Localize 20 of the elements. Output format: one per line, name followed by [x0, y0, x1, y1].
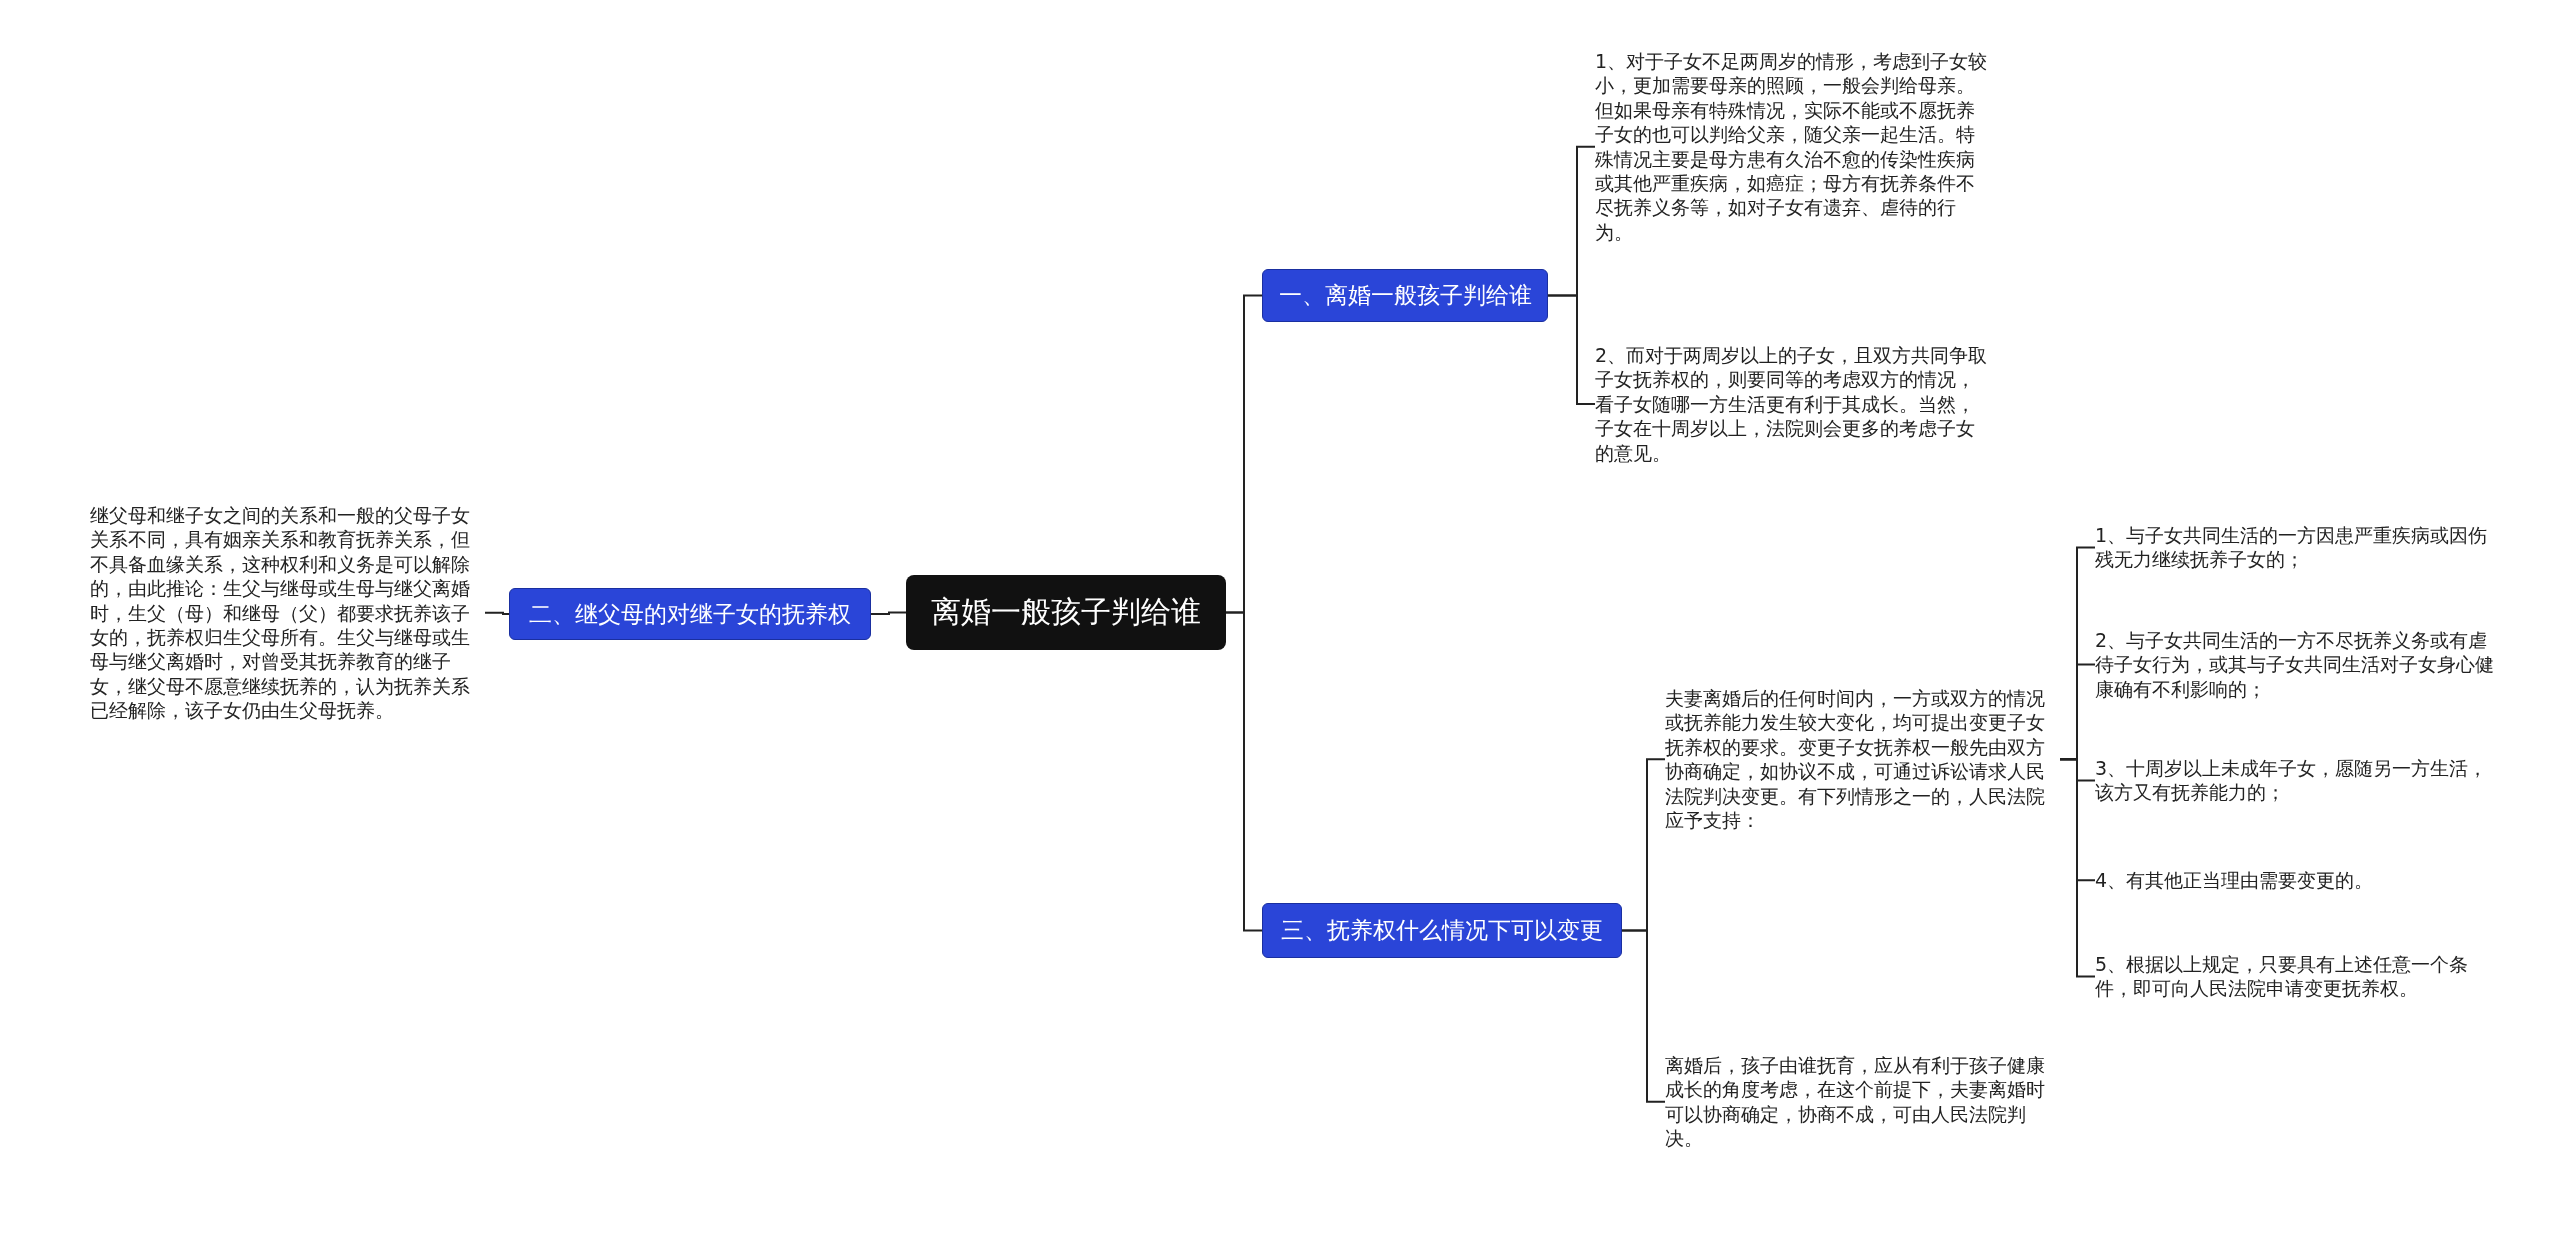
note-text: 1、对于子女不足两周岁的情形，考虑到子女较小，更加需要母亲的照顾，一般会判给母亲。但如果母亲有特殊情况，实际不能或不愿抚养子女的也可以判给父亲，随父亲一起生活。特殊情况主要是母方患有久治不愈的传染性疾病或其他严重疾病，如癌症；母方有抚养条件不尽抚养义务等，如对子女有遗弃、虐待的行为。: [1595, 49, 1990, 245]
note-text: 离婚后，孩子由谁抚育，应从有利于孩子健康成长的角度考虑，在这个前提下，夫妻离婚时可以协商确定，协商不成，可由人民法院判决。: [1665, 1053, 2060, 1151]
note-text: 4、有其他正当理由需要变更的。: [2095, 868, 2495, 893]
note-text: 3、十周岁以上未成年子女，愿随另一方生活，该方又有抚养能力的；: [2095, 756, 2495, 805]
connector-line: [484, 611, 510, 615]
topic-box: 三、抚养权什么情况下可以变更: [1262, 903, 1622, 958]
connector-line: [1225, 611, 1263, 932]
topic-box: 二、继父母的对继子女的抚养权: [509, 588, 871, 640]
topic-box: 一、离婚一般孩子判给谁: [1262, 269, 1548, 322]
note-text: 夫妻离婚后的任何时间内，一方或双方的情况或抚养能力发生较大变化，均可提出变更子女抚养权的要求。变更子女抚养权一般先由双方协商确定，如协议不成，可通过诉讼请求人民法院判决变更。有下列情形之一的，人民法院应予支持：: [1665, 686, 2060, 833]
connector-line: [2059, 758, 2096, 978]
connector-line: [1621, 929, 1666, 1103]
note-text: 继父母和继子女之间的关系和一般的父母子女关系不同，具有姻亲关系和教育抚养关系，但不具备血缘关系，这种权利和义务是可以解除的，由此推论：生父与继母或生母与继父离婚时，生父（母）和继母（父）都要求抚养该子女的，抚养权归生父母所有。生父与继母或生母与继父离婚时，对曾受其抚养教育的继子女，继父母不愿意继续抚养的，认为抚养关系已经解除，该子女仍由生父母抚养。: [90, 503, 485, 723]
note-text: 1、与子女共同生活的一方因患严重疾病或因伤残无力继续抚养子女的；: [2095, 523, 2495, 572]
connector-line: [1547, 294, 1596, 405]
note-text: 5、根据以上规定，只要具有上述任意一个条件，即可向人民法院申请变更抚养权。: [2095, 952, 2495, 1001]
connector-line: [870, 611, 907, 615]
note-text: 2、而对于两周岁以上的子女，且双方共同争取子女抚养权的，则要同等的考虑双方的情况，看子女随哪一方生活更有利于其成长。当然，子女在十周岁以上，法院则会更多的考虑子女的意见。: [1595, 343, 1990, 466]
note-text: 2、与子女共同生活的一方不尽抚养义务或有虐待子女行为，或其与子女共同生活对子女身心健康确有不利影响的；: [2095, 628, 2495, 702]
central-topic-box: 离婚一般孩子判给谁: [906, 575, 1226, 650]
